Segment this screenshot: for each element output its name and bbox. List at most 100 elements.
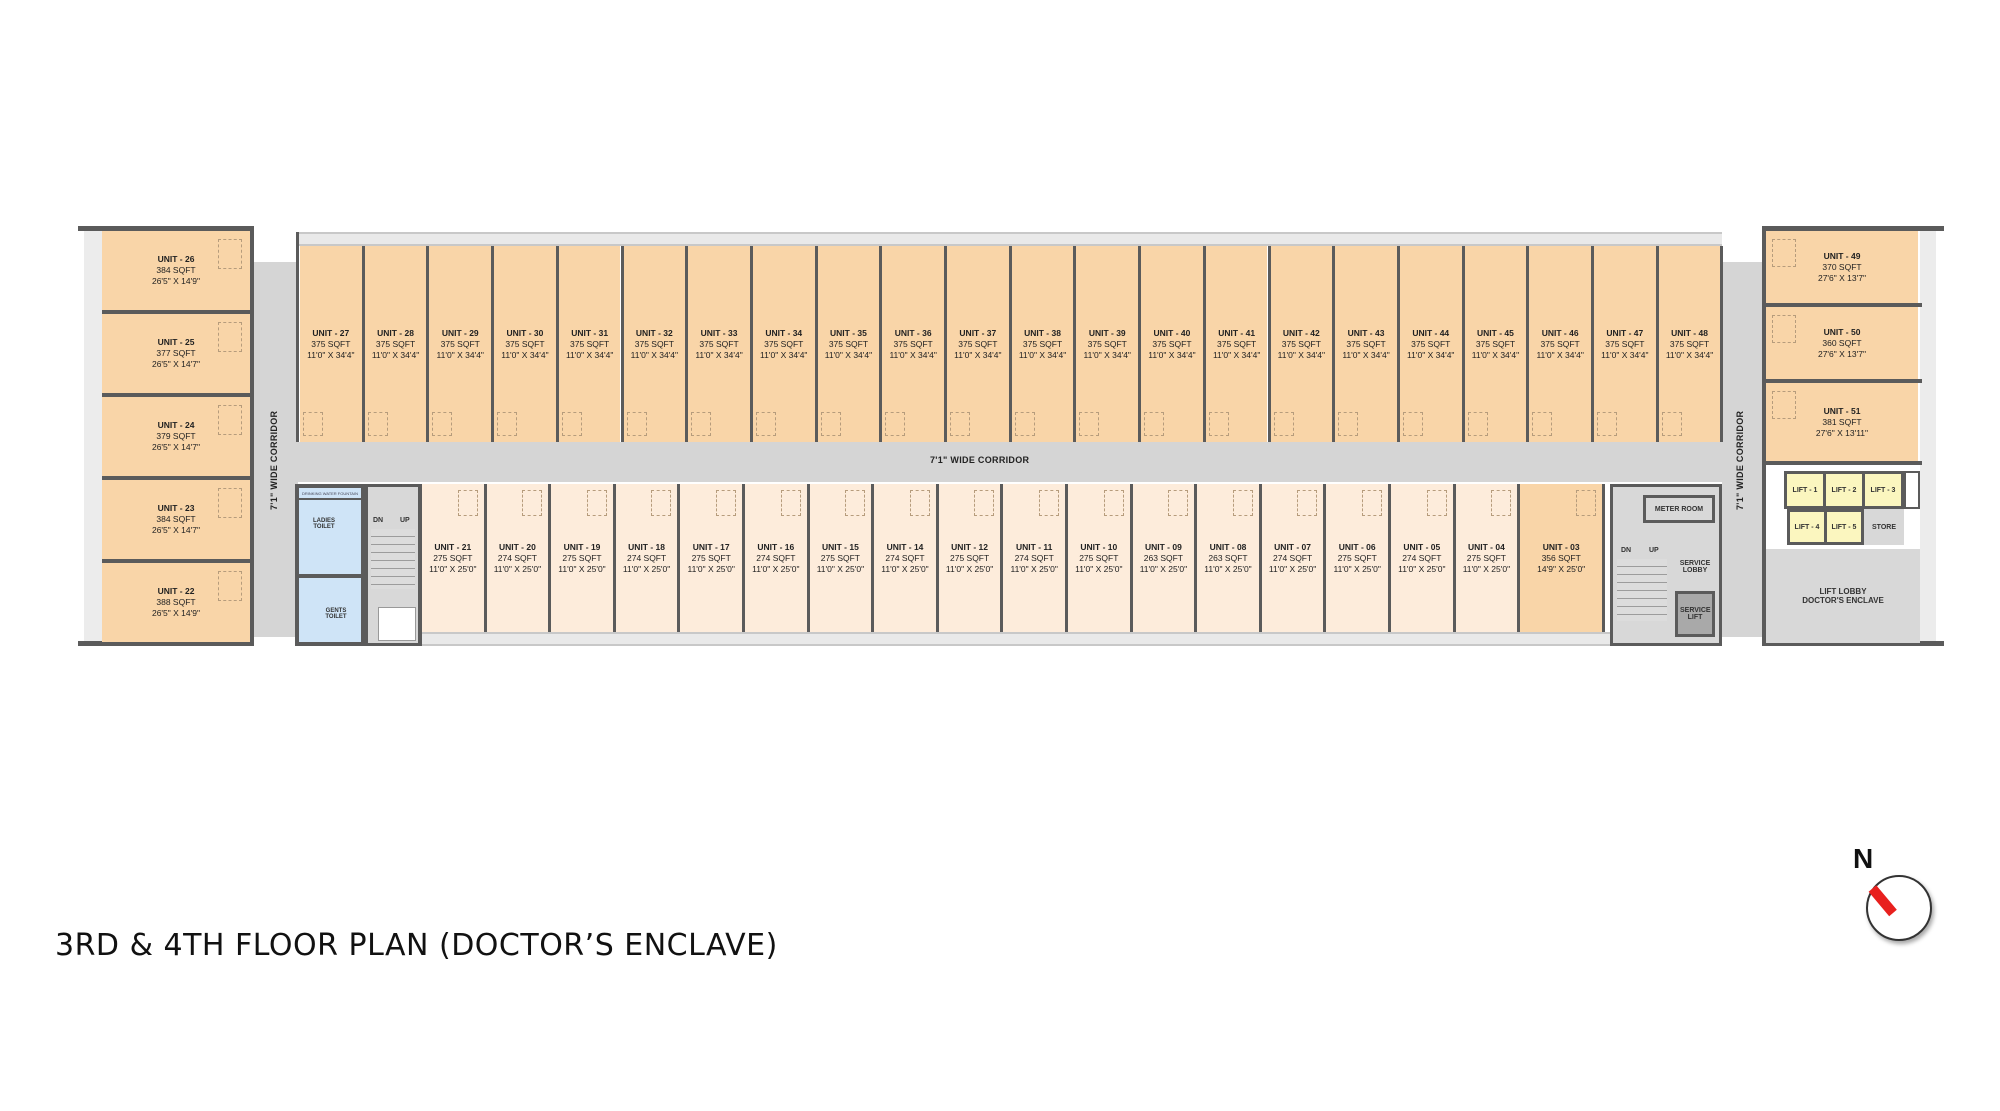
unit-name: UNIT - 40 bbox=[1153, 327, 1191, 338]
left-staircase[interactable] bbox=[371, 529, 415, 589]
unit-toilet bbox=[522, 490, 543, 516]
unit-area: 275 SQFT bbox=[691, 552, 731, 563]
unit-toilet bbox=[1014, 412, 1035, 436]
lift-lobby[interactable]: LIFT LOBBY DOCTOR'S ENCLAVE bbox=[1766, 549, 1920, 643]
unit-toilet bbox=[651, 490, 672, 516]
unit-area: 274 SQFT bbox=[626, 552, 667, 563]
store-label: STORE bbox=[1872, 523, 1896, 531]
unit-partition-wall bbox=[871, 484, 875, 632]
unit-area: 375 SQFT bbox=[958, 338, 998, 349]
unit-toilet bbox=[1208, 412, 1229, 436]
main-corridor-label: 7'1" WIDE CORRIDOR bbox=[930, 455, 1030, 465]
unit-name: UNIT - 43 bbox=[1347, 327, 1385, 338]
unit-partition-wall bbox=[1332, 246, 1336, 442]
unit-partition-wall bbox=[1396, 246, 1400, 442]
unit-name: UNIT - 15 bbox=[821, 541, 859, 552]
ladies-toilet[interactable]: LADIES TOILET bbox=[299, 500, 361, 574]
unit-area: 356 SQFT bbox=[1541, 552, 1581, 563]
unit-name: UNIT - 16 bbox=[757, 541, 795, 552]
lift-4[interactable]: LIFT - 4 bbox=[1787, 509, 1827, 545]
unit-area: 370 SQFT bbox=[1822, 261, 1862, 272]
unit-toilet bbox=[974, 490, 995, 516]
unit-partition-wall bbox=[879, 246, 883, 442]
service-lobby[interactable]: SERVICE LOBBY bbox=[1675, 547, 1715, 587]
store-room[interactable]: STORE bbox=[1864, 509, 1904, 545]
unit-partition-wall bbox=[935, 484, 939, 632]
lift-2[interactable]: LIFT - 2 bbox=[1823, 471, 1865, 509]
unit-toilet bbox=[367, 412, 388, 436]
unit-toilet bbox=[218, 405, 242, 435]
unit-toilet bbox=[626, 412, 647, 436]
unit-dim: 11'0" X 34'4" bbox=[1601, 349, 1649, 360]
gents-toilet[interactable]: GENTS TOILET bbox=[299, 578, 361, 642]
unit-dim: 11'0" X 25'0" bbox=[1333, 563, 1381, 574]
unit-dim: 11'0" X 25'0" bbox=[493, 563, 542, 574]
right-staircase[interactable] bbox=[1617, 559, 1667, 621]
lift-1[interactable]: LIFT - 1 bbox=[1784, 471, 1826, 509]
unit-toilet bbox=[1467, 412, 1488, 436]
lift-3[interactable]: LIFT - 3 bbox=[1862, 471, 1904, 509]
unit-area: 275 SQFT bbox=[1079, 552, 1119, 563]
unit-name: UNIT - 22 bbox=[157, 586, 195, 596]
service-lift[interactable]: SERVICE LIFT bbox=[1675, 591, 1715, 637]
unit-dim: 11'0" X 34'4" bbox=[371, 349, 420, 360]
unit-toilet bbox=[561, 412, 582, 436]
lift-5[interactable]: LIFT - 5 bbox=[1824, 509, 1864, 545]
unit-area: 275 SQFT bbox=[1337, 552, 1377, 563]
unit-dim: 11'0" X 25'0" bbox=[1398, 563, 1446, 574]
meter-room[interactable]: METER ROOM bbox=[1643, 495, 1715, 523]
unit-area: 275 SQFT bbox=[562, 552, 602, 563]
unit-name: UNIT - 46 bbox=[1541, 327, 1579, 338]
unit-name: UNIT - 29 bbox=[441, 327, 479, 338]
unit-partition-wall bbox=[612, 484, 616, 632]
